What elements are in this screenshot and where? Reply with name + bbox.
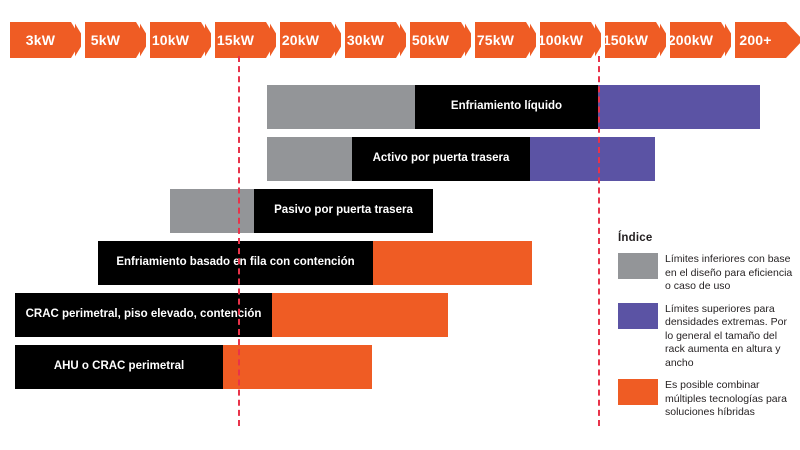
scale-tick-label: 200+ [739, 31, 772, 48]
scale-tick-200kw: 200kW [660, 22, 735, 58]
scale-tick-label: 30kW [346, 31, 385, 48]
chevron-gap [276, 22, 280, 58]
bar-label: Activo por puerta trasera [372, 152, 510, 165]
scale-tick-75kw: 75kW [465, 22, 540, 58]
chevron-arrow-icon [396, 22, 407, 58]
chevron-gap [146, 22, 150, 58]
chevron-arrow-icon [721, 22, 732, 58]
legend-swatch-orange [618, 379, 658, 405]
bar-row: CRAC perimetral, piso elevado, contenció… [15, 293, 448, 337]
scale-tick-label: 150kW [602, 31, 649, 48]
bar-label: Enfriamiento líquido [450, 100, 563, 113]
legend-swatch-purple [618, 302, 658, 329]
legend-title: Índice [618, 232, 653, 244]
chevron-gap [406, 22, 410, 58]
guide-line-15kw [238, 56, 240, 426]
scale-tick-label: 100kW [537, 31, 584, 48]
bar-segment-purple [530, 137, 655, 181]
scale-tick-50kw: 50kW [400, 22, 475, 58]
guide-line-150kw [598, 56, 600, 426]
bar-row: Enfriamiento líquido [267, 85, 760, 129]
bar-segment-orange [272, 293, 448, 337]
legend: Índice Límites inferiores con base en el… [618, 232, 794, 429]
chevron-gap [731, 22, 735, 58]
scale-tick-label: 3kW [25, 31, 56, 48]
scale-tick-label: 5kW [90, 31, 121, 48]
bar-segment-black: CRAC perimetral, piso elevado, contenció… [15, 293, 272, 337]
scale-tick-5kw: 5kW [75, 22, 150, 58]
legend-items: Límites inferiores con base en el diseño… [618, 253, 794, 420]
bar-segment-gray [267, 85, 415, 129]
bar-label: Enfriamiento basado en fila con contenci… [116, 256, 355, 269]
scale-tick-10kw: 10kW [140, 22, 215, 58]
chevron-arrow-icon [266, 22, 277, 58]
scale-tick-20kw: 20kW [270, 22, 345, 58]
scale-tick-label: 50kW [411, 31, 450, 48]
bar-row: Pasivo por puerta trasera [170, 189, 433, 233]
bar-segment-orange [223, 345, 372, 389]
chevron-gap [341, 22, 345, 58]
bar-row: AHU o CRAC perimetral [15, 345, 372, 389]
bar-row: Enfriamiento basado en fila con contenci… [98, 241, 532, 285]
bar-label: Pasivo por puerta trasera [274, 204, 413, 217]
bar-segment-black: Enfriamiento basado en fila con contenci… [98, 241, 373, 285]
legend-swatch-gray [618, 253, 658, 279]
bar-label: AHU o CRAC perimetral [53, 360, 185, 373]
scale-tick-100kw: 100kW [530, 22, 605, 58]
chevron-arrow-icon [71, 22, 82, 58]
chevron-gap [81, 22, 85, 58]
scale-tick-label: 10kW [151, 31, 190, 48]
legend-item-label: Es posible combinar múltiples tecnología… [665, 379, 787, 418]
scale-tick-label: 200kW [667, 31, 714, 48]
legend-item: Límites inferiores con base en el diseño… [618, 253, 794, 294]
chevron-gap [601, 22, 605, 58]
chevron-gap [536, 22, 540, 58]
chevron-arrow-icon [136, 22, 147, 58]
bar-segment-black: Activo por puerta trasera [352, 137, 530, 181]
legend-item: Límites superiores para densidades extre… [618, 302, 794, 371]
scale-tick-label: 20kW [281, 31, 320, 48]
legend-item: Es posible combinar múltiples tecnología… [618, 379, 794, 420]
chevron-arrow-icon [526, 22, 537, 58]
bar-segment-black: Pasivo por puerta trasera [254, 189, 433, 233]
bar-segment-black: Enfriamiento líquido [415, 85, 598, 129]
chevron-arrow-icon [656, 22, 667, 58]
bar-segment-orange [373, 241, 532, 285]
legend-item-label: Límites superiores para densidades extre… [665, 302, 787, 369]
chevron-arrow-icon [461, 22, 472, 58]
bar-segment-gray [267, 137, 352, 181]
scale-tick-15kw: 15kW [205, 22, 280, 58]
scale-tick-label: 75kW [476, 31, 515, 48]
scale-tick-3kw: 3kW [10, 22, 85, 58]
chevron-arrow-icon [591, 22, 602, 58]
chevron-gap [211, 22, 215, 58]
scale-tick-150kw: 150kW [595, 22, 670, 58]
bar-label: CRAC perimetral, piso elevado, contenció… [25, 308, 262, 321]
chevron-gap [471, 22, 475, 58]
bar-segment-purple [598, 85, 760, 129]
power-density-scale: 3kW 5kW 10kW 15kW 20kW 30kW 50kW 75kW 100kW 150kW… [10, 22, 800, 58]
chevron-arrow-icon [201, 22, 212, 58]
scale-tick-label: 15kW [216, 31, 255, 48]
legend-item-label: Límites inferiores con base en el diseño… [665, 253, 793, 292]
bar-segment-black: AHU o CRAC perimetral [15, 345, 223, 389]
chevron-arrow-icon [331, 22, 342, 58]
bar-segment-gray [170, 189, 254, 233]
chevron-gap [666, 22, 670, 58]
bar-row: Activo por puerta trasera [267, 137, 655, 181]
scale-tick-30kw: 30kW [335, 22, 410, 58]
